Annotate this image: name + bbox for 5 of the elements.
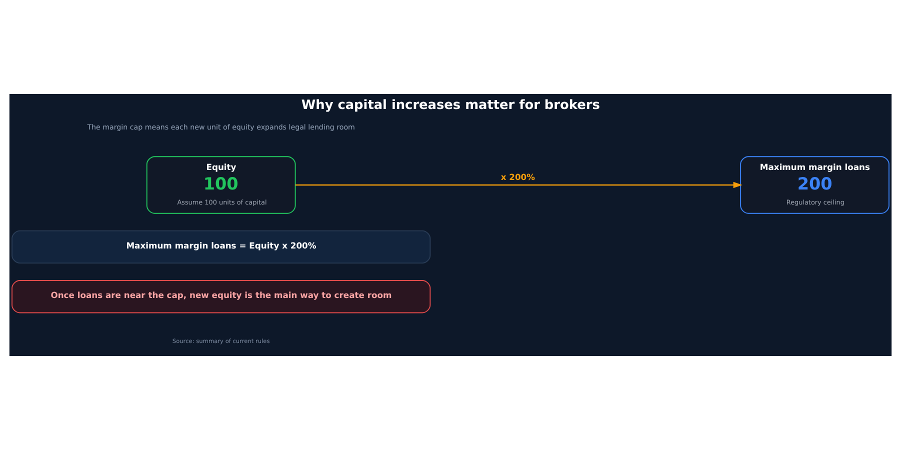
edge-label: x 200%: [500, 172, 535, 182]
node-box: Once loans are near the cap, new equity is the main way to create room: [11, 280, 430, 314]
arrow: [294, 182, 742, 188]
node-box: Maximum margin loans = Equity x 200%: [11, 230, 430, 264]
diagram-title: Why capital increases matter for brokers: [300, 98, 600, 113]
